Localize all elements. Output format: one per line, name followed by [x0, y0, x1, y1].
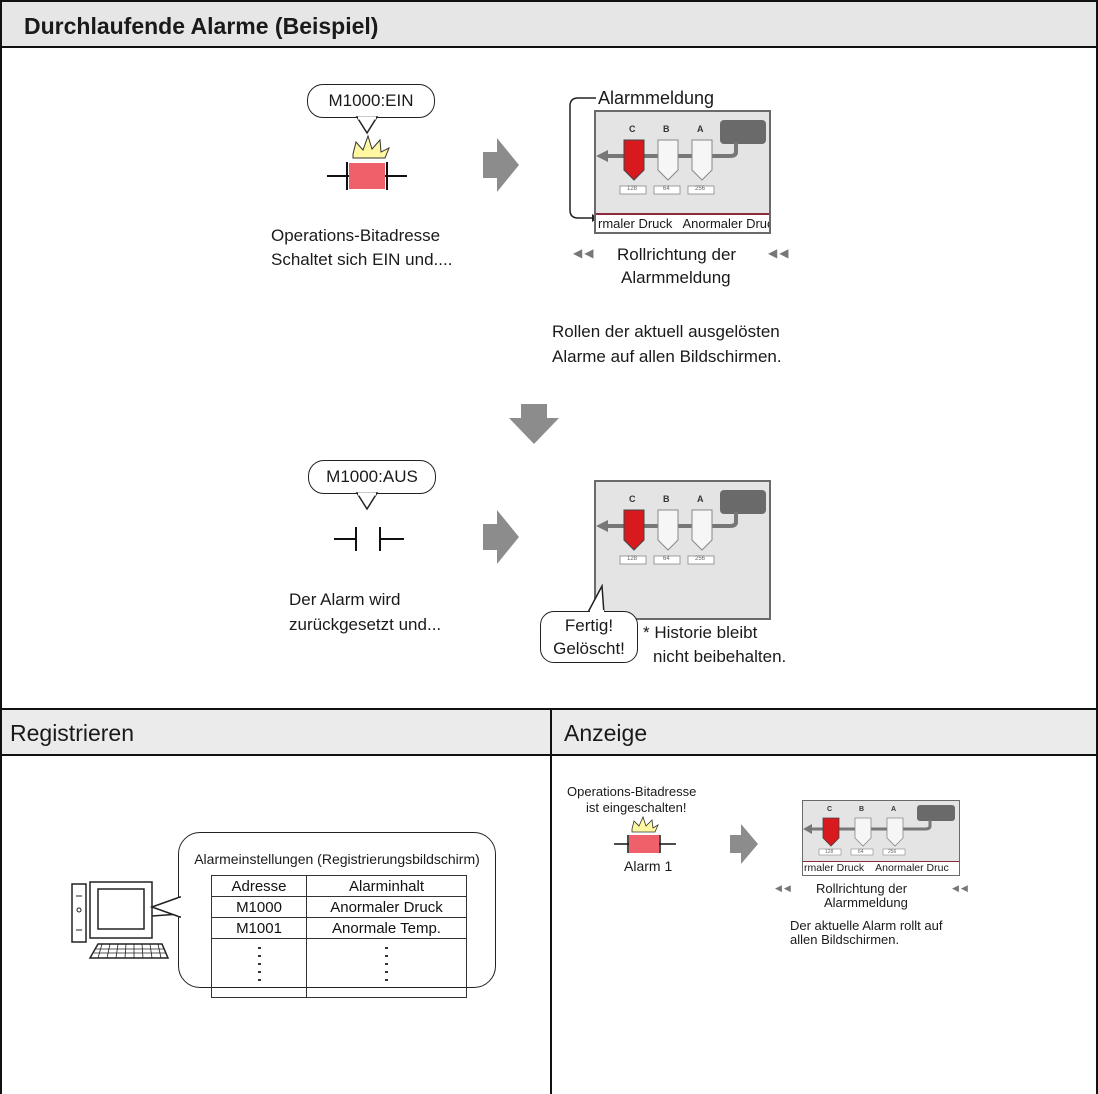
step-on-desc-2: Schaltet sich EIN und....	[271, 250, 453, 269]
step-off-desc-1: Der Alarm wird	[289, 590, 401, 609]
arrow-right-icon	[483, 510, 519, 564]
arrow-down-icon	[509, 404, 559, 444]
ellipsis-cell	[306, 938, 467, 998]
arrow-right-icon	[483, 138, 519, 192]
active-lamp-icon	[327, 134, 407, 190]
gauge-value: 256	[888, 849, 897, 855]
tank-process-graphic	[596, 120, 766, 195]
register-header: Registrieren	[0, 708, 552, 756]
ticker-bar	[803, 861, 959, 875]
gauge-value: 256	[695, 186, 706, 192]
display-title: Anzeige	[564, 720, 648, 746]
gauge-value: 64	[858, 849, 864, 855]
tank-label-c: C	[629, 494, 636, 504]
roll-note-1: Rollen der aktuell ausgelösten	[552, 322, 780, 341]
column-header: Adresse	[211, 875, 307, 897]
alarm-screen-bottom: C B A 128 64 256	[594, 480, 771, 620]
vertical-ellipsis-icon	[385, 947, 388, 985]
bubble-m1000-on: M1000:EIN	[307, 84, 435, 118]
table-header-row: Adresse Alarminhalt	[211, 875, 467, 897]
done-bubble-tail	[585, 584, 605, 617]
alarm-message-label: Alarmmeldung	[598, 88, 715, 108]
gauge-value: 64	[663, 186, 670, 192]
scroll-direction-1: Rollrichtung der	[617, 245, 737, 264]
column-header: Alarminhalt	[306, 875, 467, 897]
address-cell: M1000	[211, 896, 307, 918]
done-bubble: Fertig! Gelöscht!	[540, 611, 638, 663]
scroll-arrows-left: ◀◀	[775, 883, 793, 893]
table-row: M1000 Anormaler Druck	[211, 896, 467, 918]
vertical-ellipsis-icon	[257, 947, 261, 985]
tank-process-graphic	[803, 805, 955, 856]
display-alarm-screen: C B A 128 64 256 rmaler Druck Anormaler …	[802, 800, 960, 876]
history-note-2: nicht beibehalten.	[653, 647, 787, 666]
ticker-text: rmaler Druck Anormaler Druc	[598, 216, 771, 231]
ticker-bar	[596, 213, 769, 232]
page-title: Durchlaufende Alarme (Beispiel)	[24, 13, 379, 39]
scroll-arrows-right: ◀◀	[952, 883, 970, 893]
done-bubble-tail-cover	[590, 610, 604, 614]
computer-icon	[71, 881, 181, 959]
tank-label-b: B	[663, 124, 670, 134]
open-contact-icon	[334, 527, 404, 551]
display-frame	[550, 754, 1098, 1094]
scroll-direction-2: Alarmmeldung	[621, 268, 731, 287]
tank-label-c: C	[629, 124, 636, 134]
gauge-value: 128	[627, 186, 638, 192]
scroll-arrows-right: ◀◀	[768, 246, 791, 260]
top-section-frame	[0, 46, 1098, 710]
active-lamp-icon	[614, 815, 676, 853]
alarm-registration-table: Adresse Alarminhalt M1000 Anormaler Druc…	[211, 875, 467, 998]
display-header: Anzeige	[550, 708, 1098, 756]
done-line-1: Fertig!	[564, 616, 614, 635]
bubble-m1000-off: M1000:AUS	[308, 460, 436, 494]
table-row: M1001 Anormale Temp.	[211, 917, 467, 939]
step-on-desc-1: Operations-Bitadresse	[271, 226, 441, 245]
display-scroll-1: Rollrichtung der	[816, 881, 908, 896]
bubble-tail-off	[355, 492, 379, 511]
display-note-1: Der aktuelle Alarm rollt auf	[790, 918, 943, 933]
step-off-desc-2: zurückgesetzt und...	[289, 615, 442, 634]
bubble-tail-on	[355, 116, 379, 135]
address-cell: M1001	[211, 917, 307, 939]
display-op-line-1: Operations-Bitadresse	[567, 784, 697, 799]
history-note-1: * Historie bleibt	[643, 623, 758, 642]
gauge-value: 128	[627, 556, 638, 562]
display-op-line-2: ist eingeschalten!	[586, 800, 687, 815]
display-scroll-2: Alarmmeldung	[824, 895, 908, 910]
tank-label-c: C	[827, 806, 833, 813]
tank-label-a: A	[697, 124, 704, 134]
arrow-right-icon	[730, 824, 758, 864]
done-line-2: Gelöscht!	[553, 639, 625, 658]
display-note-2: allen Bildschirmen.	[790, 932, 900, 947]
tank-label-b: B	[859, 806, 865, 813]
tank-label-b: B	[663, 494, 670, 504]
gauge-value: 64	[663, 556, 670, 562]
content-cell: Anormale Temp.	[306, 917, 467, 939]
display-ticker-text: rmaler Druck Anormaler Druc	[804, 862, 949, 874]
gauge-value: 128	[825, 849, 834, 855]
tank-label-a: A	[697, 494, 704, 504]
registration-callout-tail	[150, 895, 182, 919]
gauge-value: 256	[695, 556, 706, 562]
register-title: Registrieren	[10, 720, 134, 746]
roll-note-2: Alarme auf allen Bildschirmen.	[552, 347, 782, 366]
content-cell: Anormaler Druck	[306, 896, 467, 918]
registration-callout-title: Alarmeinstellungen (Registrierungsbildsc…	[194, 851, 480, 867]
alarm-screen-top: C B A 128 64 256 rmaler Druck Anormaler …	[594, 110, 771, 234]
tank-process-graphic	[596, 490, 766, 565]
title-bar: Durchlaufende Alarme (Beispiel)	[0, 0, 1098, 48]
tank-label-a: A	[891, 806, 897, 813]
table-row-ellipsis	[211, 938, 467, 998]
registration-callout: Alarmeinstellungen (Registrierungsbildsc…	[178, 832, 496, 998]
ellipsis-cell	[211, 938, 307, 998]
display-alarm-label: Alarm 1	[624, 858, 673, 874]
scroll-arrows-left: ◀◀	[573, 246, 596, 260]
